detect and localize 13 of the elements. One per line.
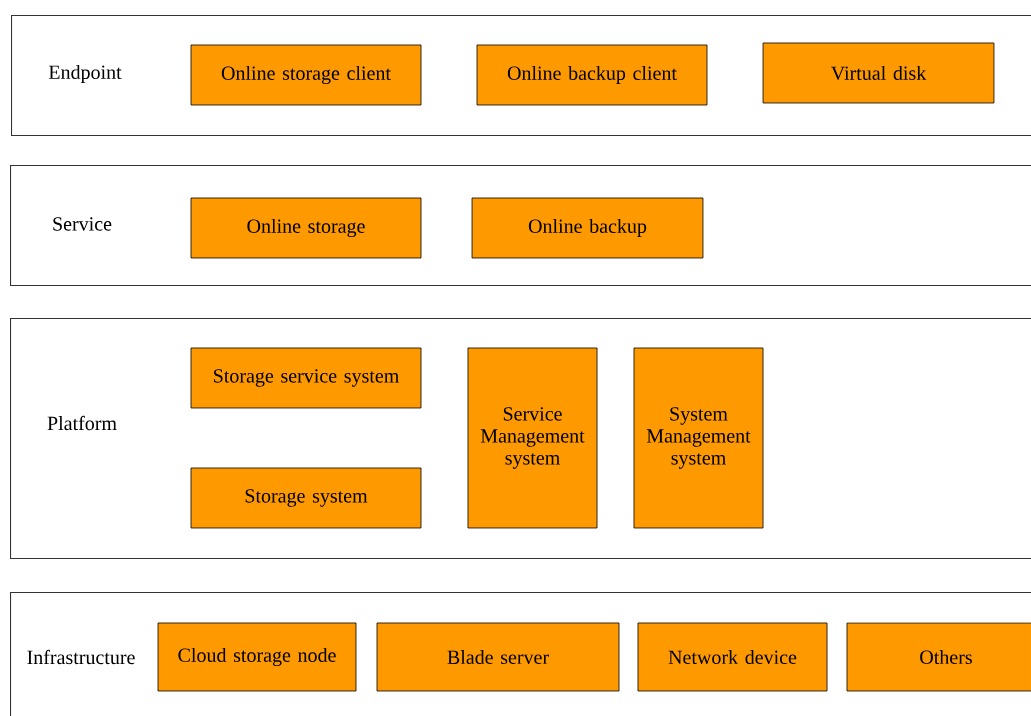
component-box: Online backup client: [476, 44, 708, 106]
component-box: Online storage: [190, 197, 422, 259]
component-box: System Management system: [633, 347, 764, 529]
component-box: Online storage client: [190, 44, 422, 106]
component-box: Cloud storage node: [157, 622, 357, 692]
component-box: Others: [846, 622, 1031, 692]
component-box: Blade server: [376, 622, 620, 692]
component-box: Storage service system: [190, 347, 422, 409]
component-box: Storage system: [190, 467, 422, 529]
component-box: Service Management system: [467, 347, 598, 529]
component-box: Virtual disk: [762, 42, 995, 104]
component-box: Online backup: [471, 197, 704, 259]
component-box: Network device: [637, 622, 828, 692]
